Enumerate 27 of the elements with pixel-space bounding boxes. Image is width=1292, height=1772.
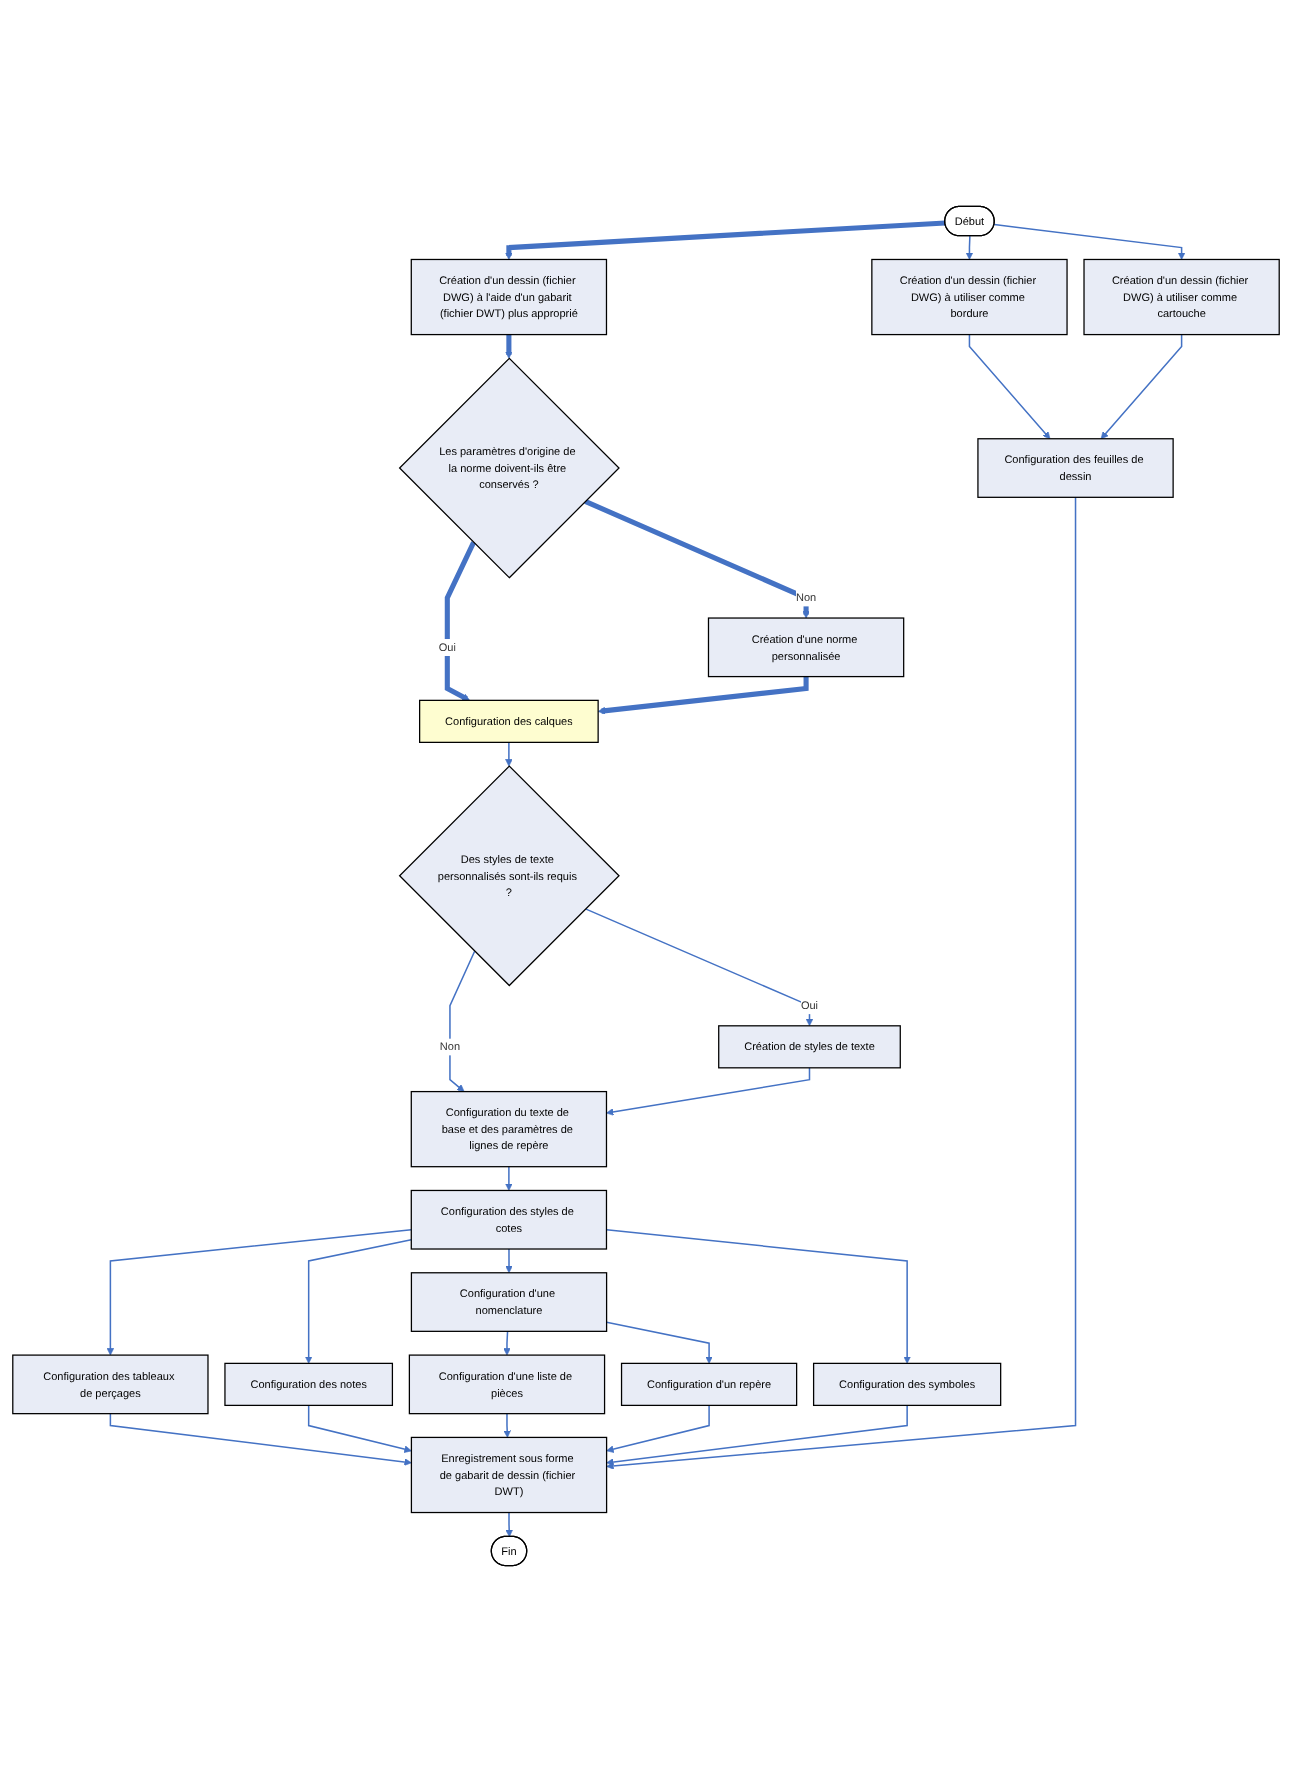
arrow — [993, 223, 1186, 260]
arrow — [968, 333, 1051, 440]
arrow — [505, 220, 946, 260]
arrow — [584, 908, 814, 1027]
arrow — [307, 1404, 412, 1453]
arrow — [606, 1404, 710, 1453]
arrow — [505, 1511, 513, 1538]
arrow — [965, 235, 974, 260]
arrow — [606, 1067, 811, 1116]
arrow — [505, 334, 513, 359]
arrow — [1100, 333, 1183, 440]
arrow — [503, 1412, 511, 1438]
arrow — [505, 1248, 513, 1274]
arrow — [605, 1321, 713, 1364]
arrow — [449, 950, 476, 1092]
arrow — [304, 1239, 413, 1364]
arrow — [505, 1165, 513, 1191]
arrow — [584, 499, 810, 619]
arrow — [505, 741, 513, 767]
arrow — [106, 1229, 413, 1356]
arrow — [606, 1404, 908, 1466]
arrow — [605, 1229, 911, 1364]
arrow — [597, 676, 809, 715]
arrow — [109, 1412, 412, 1466]
arrow — [503, 1330, 511, 1356]
arrow — [444, 541, 476, 701]
arrow — [606, 496, 1077, 1470]
